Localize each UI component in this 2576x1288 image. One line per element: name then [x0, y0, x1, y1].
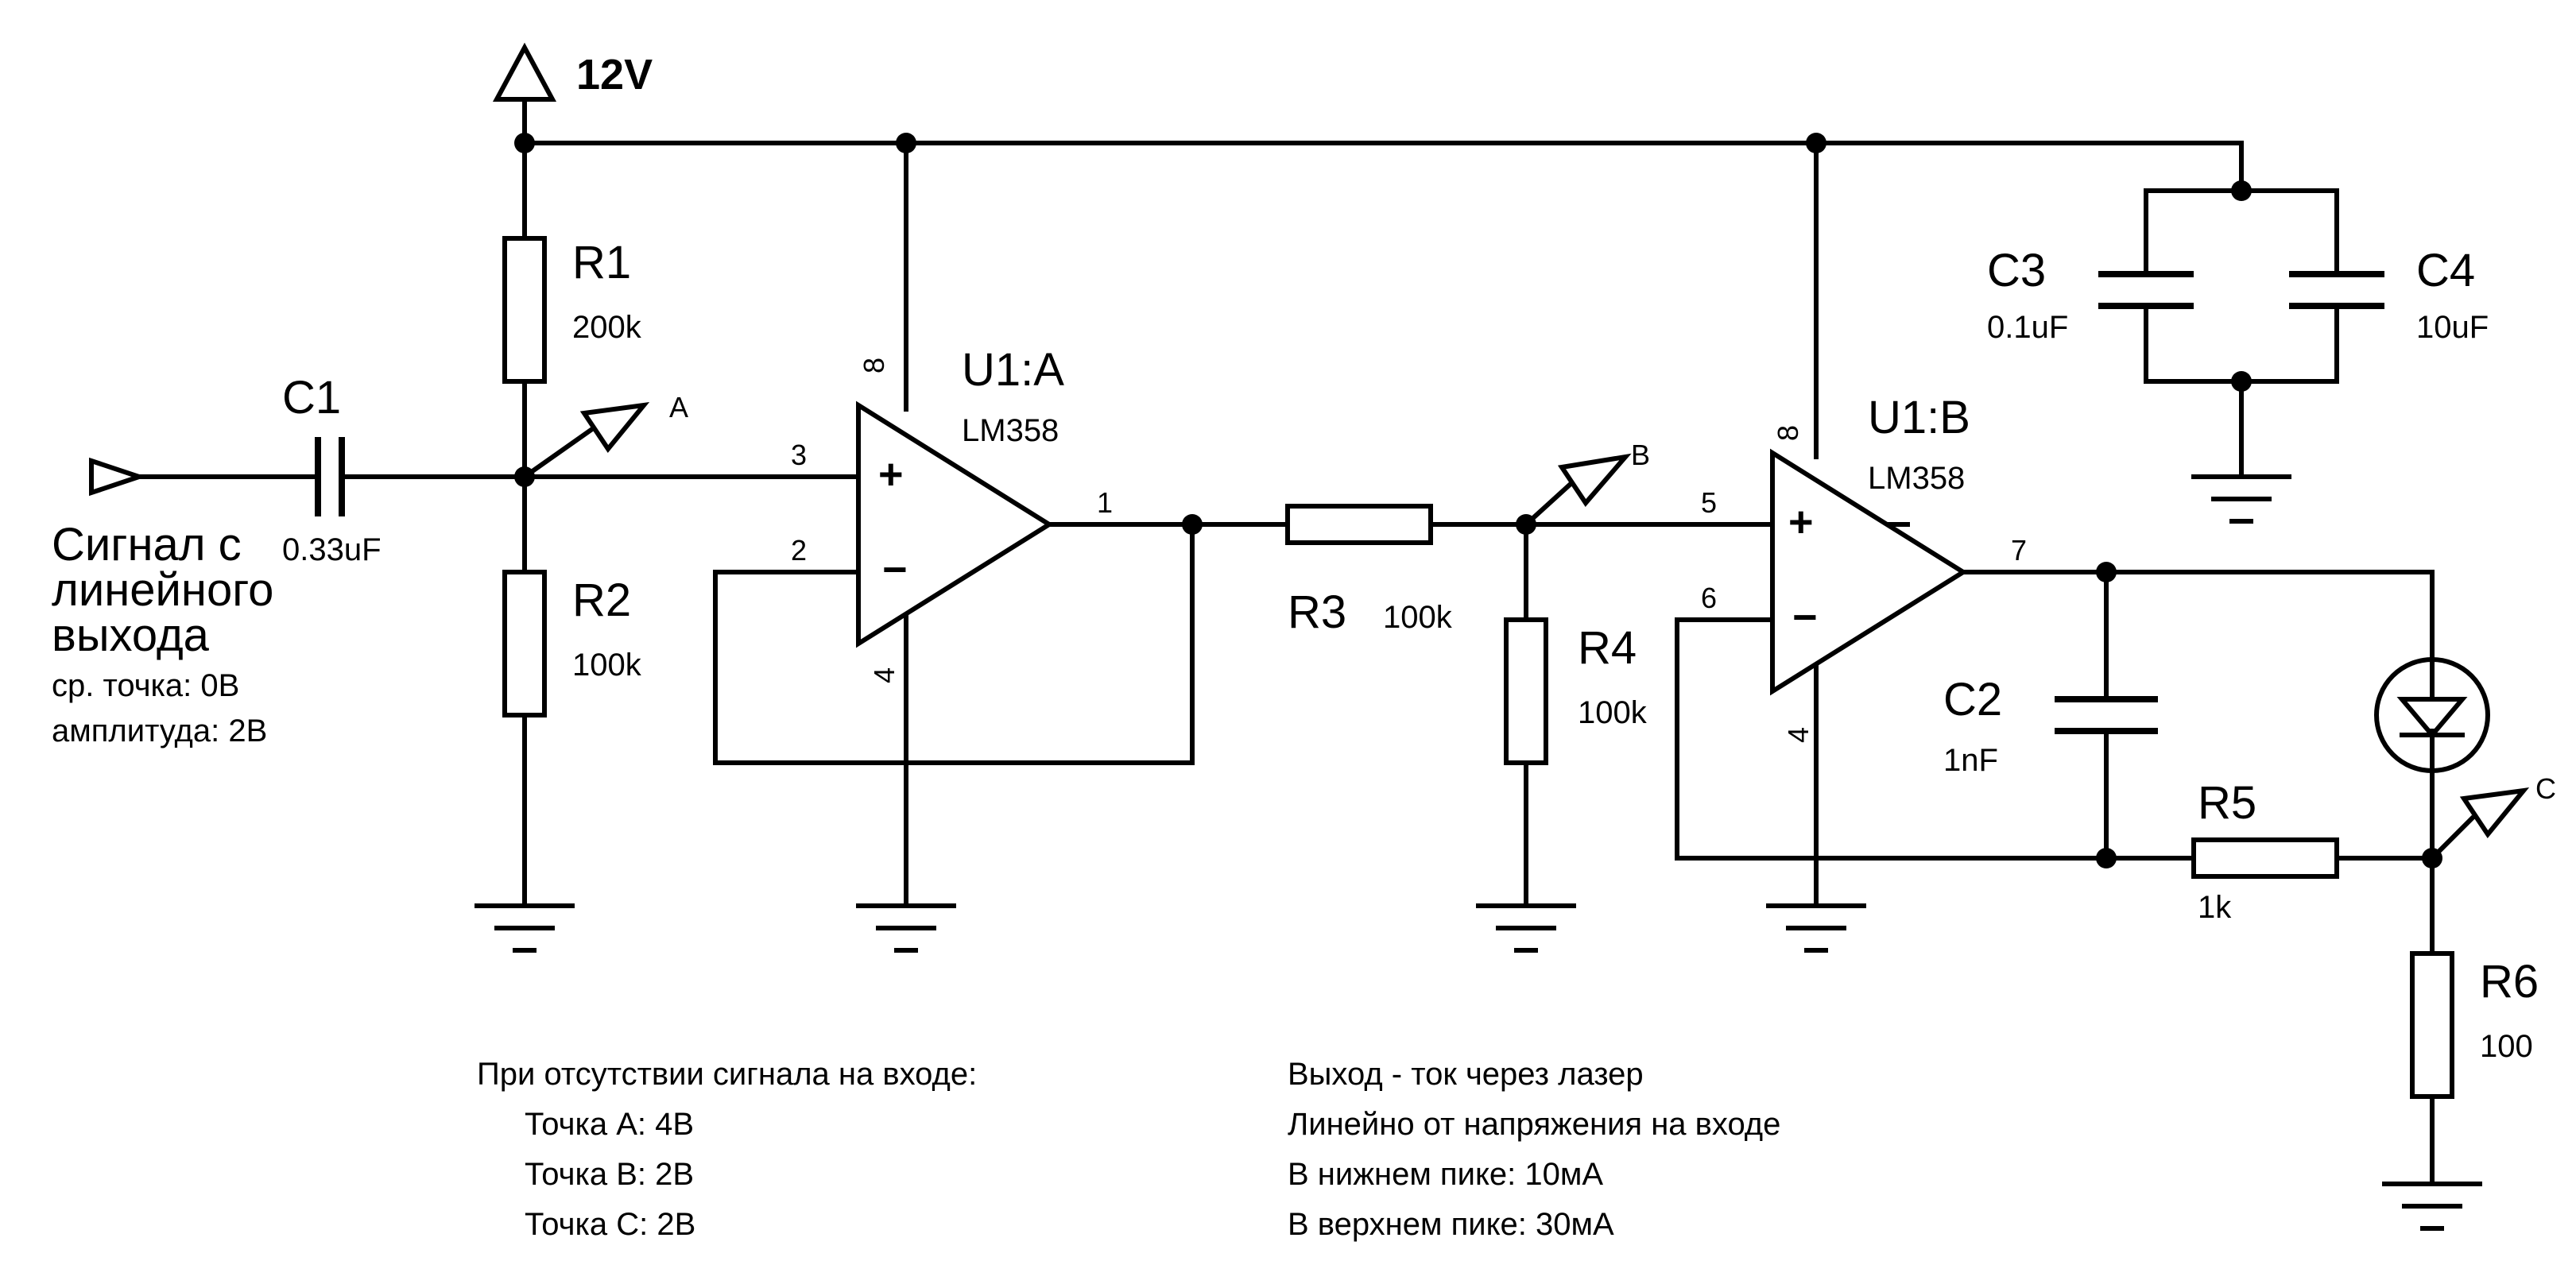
r4-value: 100k [1578, 695, 1648, 730]
resistor-r5 [2191, 837, 2339, 879]
resistor-r1 [502, 236, 547, 384]
u1a-plus-sign: + [878, 451, 904, 498]
u1b-part: LM358 [1868, 461, 1965, 496]
ground-symbol-r2 [475, 903, 575, 953]
notes-left-line: Точка С: 2В [525, 1207, 695, 1242]
u1a-pin8: 8 [858, 358, 890, 373]
opamp-u1b [1770, 448, 1968, 696]
probe-a-label: A [669, 391, 688, 424]
resistor-r6 [2410, 951, 2454, 1099]
notes-left-line: Точка А: 4В [525, 1107, 694, 1142]
notes-output: Выход - ток через лазер Линейно от напря… [1288, 1057, 1780, 1242]
notes-right-line: Линейно от напряжения на входе [1288, 1107, 1780, 1142]
resistor-r4 [1504, 617, 1548, 765]
r1-ref: R1 [572, 237, 631, 288]
ground-symbol-u1b [1766, 903, 1866, 953]
u1b-pin8: 8 [1772, 425, 1804, 441]
notes-right-line: Выход - ток через лазер [1288, 1057, 1644, 1092]
wire-u1a-feedback [713, 522, 1195, 765]
r2-ref: R2 [572, 574, 631, 626]
r4-ref: R4 [1578, 622, 1637, 674]
notes-right-line: В верхнем пике: 30мА [1288, 1207, 1614, 1242]
r2-value: 100k [572, 648, 642, 683]
u1a-minus-sign: − [882, 546, 908, 594]
u1b-plus-sign: + [1788, 498, 1814, 546]
input-label-line3: выхода [52, 609, 210, 661]
u1b-pin4: 4 [1782, 727, 1815, 743]
r6-ref: R6 [2480, 956, 2539, 1008]
u1a-pin4: 4 [868, 667, 901, 683]
ground-symbol-decoupling [2191, 474, 2291, 524]
c4-value: 10uF [2416, 310, 2489, 345]
c1-value: 0.33uF [282, 532, 382, 567]
u1a-pin1: 1 [1097, 486, 1113, 519]
c1-ref: C1 [282, 372, 341, 424]
resistor-r3 [1285, 504, 1433, 545]
u1a-part: LM358 [962, 413, 1059, 448]
u1a-pin3: 3 [791, 439, 807, 471]
probe-c-label: C [2535, 772, 2556, 805]
r5-value: 1k [2198, 890, 2232, 925]
notes-left-line: Точка В: 2В [525, 1157, 694, 1192]
c2-ref: C2 [1943, 674, 2002, 725]
probe-b-label: B [1631, 439, 1650, 471]
r5-ref: R5 [2198, 777, 2256, 829]
capacitor-c2 [2055, 696, 2158, 734]
capacitor-c4 [2289, 271, 2384, 309]
notes-left-heading: При отсутствии сигнала на входе: [477, 1057, 977, 1092]
r3-ref: R3 [1288, 586, 1346, 638]
r3-value: 100k [1383, 600, 1453, 635]
u1b-pin6: 6 [1701, 582, 1717, 614]
u1a-ref: U1:A [962, 344, 1064, 396]
resistor-r2 [502, 570, 547, 717]
c2-value: 1nF [1943, 743, 1998, 778]
capacitor-c3 [2098, 271, 2194, 309]
input-terminal [89, 457, 316, 497]
r1-value: 200k [572, 310, 642, 345]
input-label-line2: линейного [52, 564, 273, 616]
wire-u1b-feedback [1675, 617, 2109, 861]
c3-ref: C3 [1987, 245, 2046, 296]
ground-symbol-u1a [856, 903, 956, 953]
input-label-line5: амплитуда: 2В [52, 714, 267, 748]
opamp-u1a [856, 400, 1054, 648]
notes-no-signal: При отсутствии сигнала на входе: Точка А… [477, 1057, 977, 1242]
supply-label: 12V [576, 51, 653, 99]
probe-a: A [521, 391, 688, 481]
input-label: Сигнал с линейного выхода ср. точка: 0В … [52, 519, 273, 748]
input-label-line4: ср. точка: 0В [52, 668, 239, 703]
u1b-minus-sign: − [1792, 594, 1818, 641]
wire-u1b-out [1961, 570, 2435, 670]
input-label-line1: Сигнал с [52, 519, 242, 571]
notes-right-line: В нижнем пике: 10мА [1288, 1157, 1603, 1192]
u1a-pin2: 2 [791, 534, 807, 567]
probe-c: C [2428, 772, 2556, 862]
r6-value: 100 [2480, 1029, 2533, 1064]
ground-symbol-r6 [2382, 1182, 2482, 1231]
ground-symbol-r4 [1476, 903, 1576, 953]
u1b-pin7: 7 [2011, 534, 2027, 567]
u1b-ref: U1:B [1868, 392, 1970, 443]
junction-dots [514, 133, 2442, 868]
supply-12v: 12V [492, 42, 653, 145]
supply-rail [522, 141, 2244, 193]
probe-b: B [1522, 439, 1650, 528]
c3-value: 0.1uF [1987, 310, 2068, 345]
laser-diode [2374, 657, 2490, 956]
wire-decoupling [2144, 188, 2339, 479]
capacitor-c1 [315, 437, 527, 516]
c4-ref: C4 [2416, 245, 2475, 296]
u1b-pin5: 5 [1701, 486, 1717, 519]
